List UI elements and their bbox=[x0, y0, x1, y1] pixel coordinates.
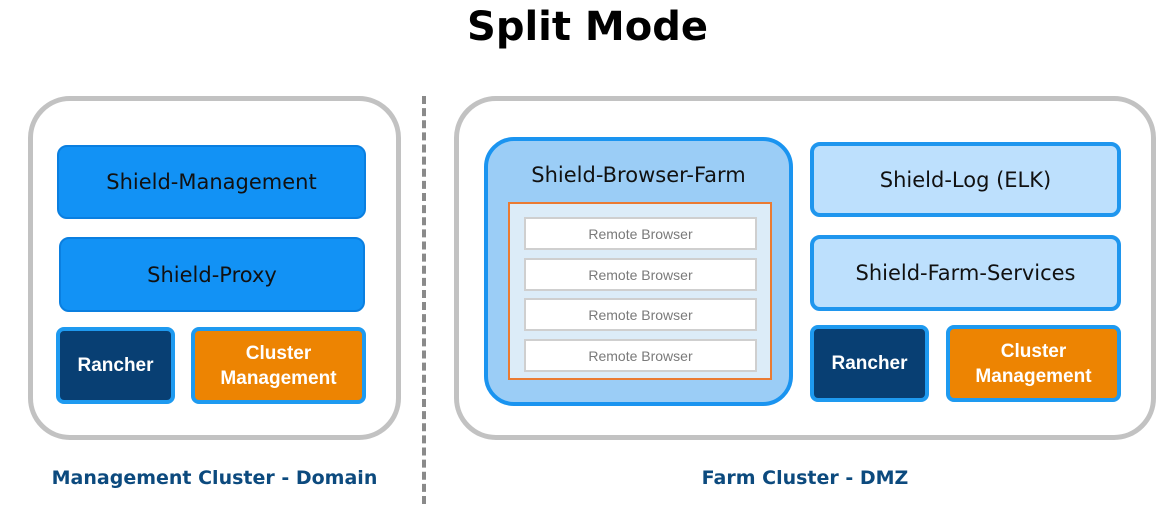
shield-farm-services-box: Shield-Farm-Services bbox=[810, 235, 1121, 311]
shield-proxy-box: Shield-Proxy bbox=[59, 237, 365, 312]
farm-cluster-caption: Farm Cluster - DMZ bbox=[701, 467, 909, 489]
remote-browser: Remote Browser bbox=[524, 217, 757, 250]
cluster-divider bbox=[422, 96, 426, 504]
farm-rancher-box: Rancher bbox=[810, 325, 929, 402]
remote-browser: Remote Browser bbox=[524, 298, 757, 331]
remote-browser-group: Remote Browser Remote Browser Remote Bro… bbox=[508, 202, 772, 380]
shield-management-box: Shield-Management bbox=[57, 145, 366, 219]
shield-browser-farm: Shield-Browser-Farm Remote Browser Remot… bbox=[484, 137, 793, 406]
management-cluster-management-box: Cluster Management bbox=[191, 327, 366, 404]
browser-farm-title: Shield-Browser-Farm bbox=[531, 163, 746, 187]
shield-log-box: Shield-Log (ELK) bbox=[810, 142, 1121, 217]
farm-cluster-management-box: Cluster Management bbox=[946, 325, 1121, 402]
remote-browser: Remote Browser bbox=[524, 339, 757, 372]
remote-browser: Remote Browser bbox=[524, 258, 757, 291]
diagram-title: Split Mode bbox=[467, 4, 708, 50]
management-rancher-box: Rancher bbox=[56, 327, 175, 404]
management-cluster-caption: Management Cluster - Domain bbox=[51, 467, 378, 489]
